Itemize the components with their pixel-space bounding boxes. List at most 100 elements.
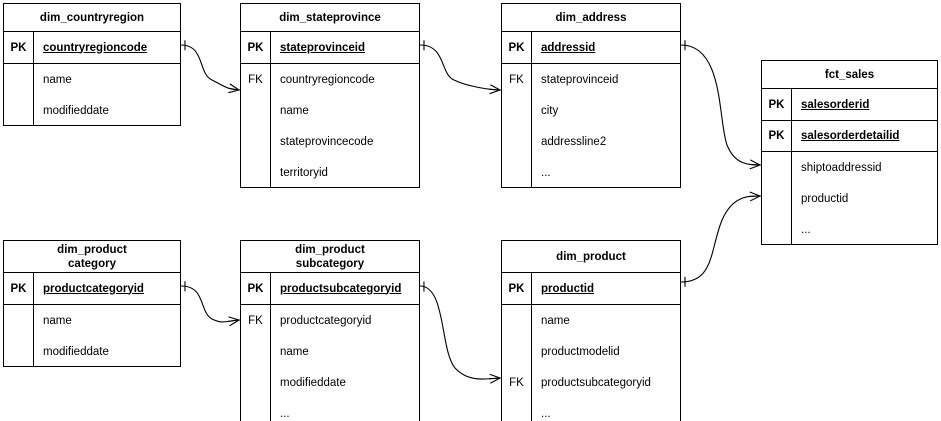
key-marker <box>4 336 34 367</box>
attribute-row[interactable]: ... <box>502 157 680 188</box>
field-name: modifieddate <box>43 345 109 358</box>
attribute-row[interactable]: modifieddate <box>4 95 180 126</box>
field-name: salesorderid <box>801 98 870 111</box>
key-marker <box>502 126 532 157</box>
key-marker: PK <box>502 32 532 63</box>
attribute-row[interactable]: stateprovincecode <box>241 126 419 157</box>
field-name: stateprovinceid <box>280 41 365 54</box>
cardinality-many-marker <box>488 88 501 91</box>
attribute-section: name modifieddate <box>4 64 180 126</box>
field-name: addressline2 <box>541 135 607 148</box>
attribute-row[interactable]: name <box>4 64 180 95</box>
field-name: name <box>280 345 309 358</box>
key-marker <box>762 214 792 245</box>
attribute-row[interactable]: shiptoaddressid <box>762 152 937 183</box>
attribute-row[interactable]: ... <box>762 214 937 245</box>
cardinality-many-marker <box>749 195 761 202</box>
field-name: name <box>43 314 72 327</box>
attribute-row[interactable]: addressline2 <box>502 126 680 157</box>
field-name: productid <box>801 192 849 205</box>
entity-title-line: dim_address <box>555 11 627 24</box>
entity-title-dim_stateprovince: dim_stateprovince <box>241 4 419 32</box>
primary-key-row[interactable]: PK countryregioncode <box>4 32 180 63</box>
field-name: productmodelid <box>541 345 620 358</box>
relationship-rel-address-fctsales <box>680 40 762 170</box>
attribute-row[interactable]: name <box>4 305 180 336</box>
field-name: ... <box>280 407 290 420</box>
attribute-row[interactable]: name <box>502 305 680 336</box>
attribute-row[interactable]: ... <box>241 398 419 421</box>
field-name: countryregioncode <box>43 41 148 54</box>
entity-title-line: subcategory <box>295 257 365 270</box>
field-name: productcategoryid <box>43 282 144 295</box>
attribute-row[interactable]: ... <box>502 398 680 421</box>
attribute-row[interactable]: productid <box>762 183 937 214</box>
attribute-row[interactable]: modifieddate <box>241 367 419 398</box>
cardinality-many-marker <box>228 316 240 321</box>
cardinality-many-marker <box>228 89 240 94</box>
key-marker <box>241 398 271 421</box>
field-name: stateprovinceid <box>541 73 619 86</box>
cardinality-many-marker <box>749 159 761 166</box>
field-name: salesorderdetailid <box>801 130 900 142</box>
field-name: productsubcategoryid <box>541 376 651 389</box>
field-name: stateprovincecode <box>280 135 374 148</box>
field-name: name <box>280 104 309 117</box>
attribute-row[interactable]: territoryid <box>241 157 419 188</box>
key-marker: PK <box>4 32 34 63</box>
entity-title-line: dim_stateprovince <box>279 11 381 24</box>
cardinality-many-marker <box>490 377 501 384</box>
key-marker <box>762 152 792 183</box>
attribute-row[interactable]: city <box>502 95 680 126</box>
cardinality-many-marker <box>229 83 240 91</box>
relationship-rel-subcategory-product <box>419 281 502 384</box>
attribute-row[interactable]: modifieddate <box>4 336 180 367</box>
key-marker <box>241 367 271 398</box>
cardinality-many-marker <box>748 195 761 198</box>
entity-title-line: dim_countryregion <box>39 11 145 24</box>
entity-title-line: category <box>68 257 116 270</box>
field-name: modifieddate <box>43 104 109 117</box>
key-marker <box>502 305 532 336</box>
field-name: productid <box>541 282 595 295</box>
relationship-line <box>419 285 502 380</box>
field-name: shiptoaddressid <box>801 161 882 174</box>
field-name: productcategoryid <box>280 314 372 327</box>
attribute-row[interactable]: name <box>241 95 419 126</box>
attribute-row[interactable]: name <box>241 336 419 367</box>
cardinality-many-marker <box>749 164 761 170</box>
key-marker <box>502 398 532 421</box>
field-name: modifieddate <box>280 376 346 389</box>
attribute-row[interactable]: productmodelid <box>502 336 680 367</box>
field-name: territoryid <box>280 166 328 179</box>
key-marker <box>762 183 792 214</box>
